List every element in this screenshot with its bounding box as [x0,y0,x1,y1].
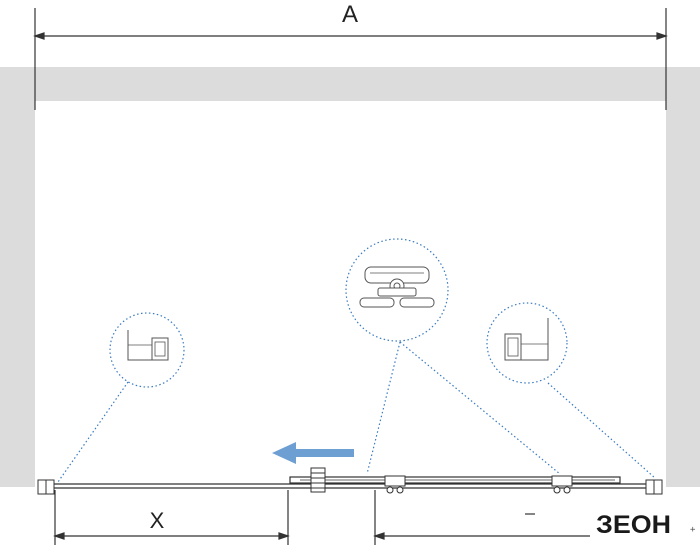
left-detail-outer [151,337,169,361]
callout-line-center-a [366,341,401,475]
arrow-shaft [290,449,354,457]
wall-top-band [0,67,700,101]
roller-right [551,475,573,494]
door-handle [310,467,326,493]
dimension-a-arrow-right [656,32,668,40]
dimension-x-arrow-left [53,532,65,540]
center-detail-callout [345,238,449,342]
right-detail-inner [507,337,519,357]
dimension-panel-arrow-left [373,532,385,540]
logo-suffix: + [690,525,696,535]
roller-left [384,475,406,494]
roller-detail-foot-left [359,297,395,308]
logo-text: ЗЕОН [596,511,671,539]
left-detail-circle [109,312,185,388]
wall-profile-icon [504,318,549,361]
roller-left-wheel-a [386,486,394,494]
handle-body [310,467,326,493]
dimension-a-arrow-left [33,32,45,40]
wall-right [666,67,700,487]
left-detail-callout [109,312,185,388]
dimension-x [53,490,290,545]
brand-logo: ЗЕОН + [596,511,696,539]
left-arrow-icon [272,442,354,464]
dimension-a [33,8,668,110]
callout-lines [57,341,656,483]
roller-left-body [384,475,406,487]
right-wall-profile [645,479,663,495]
roller-right-body [551,475,573,487]
left-wall-profile [37,479,55,495]
roller-left-wheel-b [396,486,404,494]
left-detail-frame [127,330,152,361]
dimension-x-arrow-right [278,532,290,540]
dimension-x-label: X [150,508,165,533]
roller-detail-bracket [377,287,417,297]
left-detail-inner [154,341,166,357]
right-detail-circle [486,302,568,384]
callout-line-center-b [399,341,561,475]
dimension-panel [373,490,590,545]
arrow-head [272,442,296,464]
callout-line-left [57,381,129,483]
wall-niche [0,67,700,487]
right-detail-outer [504,333,522,361]
wall-profile-icon [127,330,169,361]
roller-detail-foot-right [399,297,435,308]
roller-right-wheel-a [553,486,561,494]
dimension-a-label: A [342,1,358,28]
roller-right-wheel-b [563,486,571,494]
wall-left [0,67,35,487]
right-detail-callout [486,302,568,384]
roller-carriage-icon [359,266,435,308]
